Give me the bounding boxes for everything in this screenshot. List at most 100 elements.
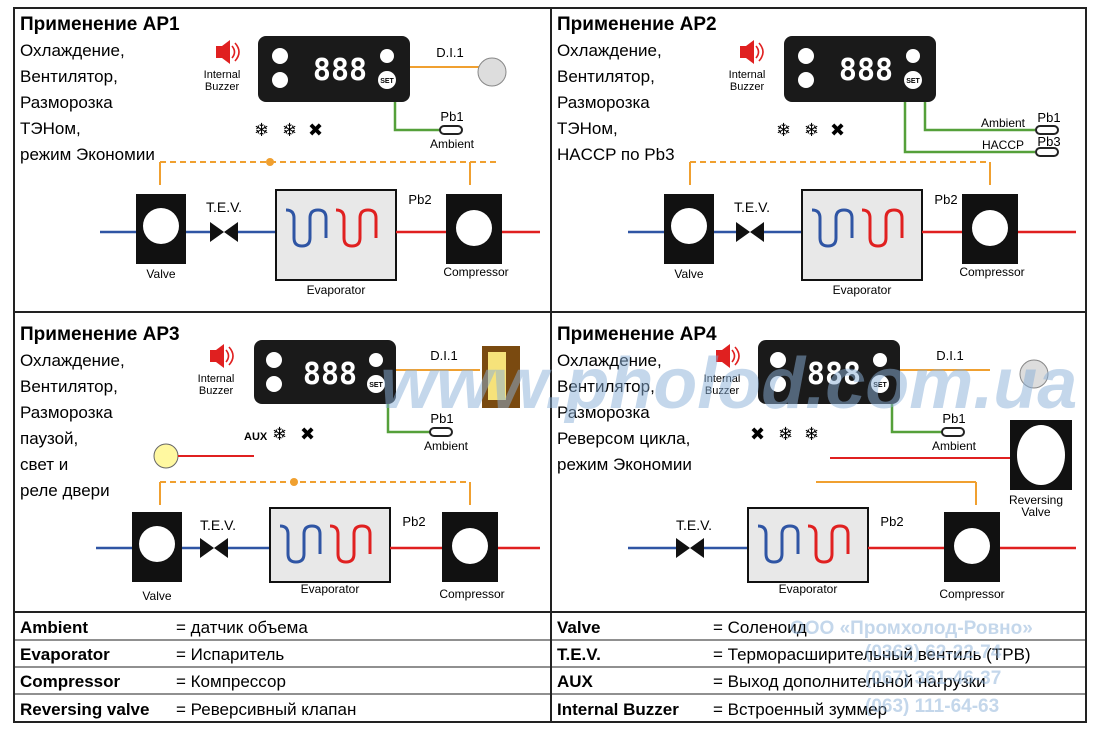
svg-text:Compressor: Compressor bbox=[439, 587, 504, 601]
tev-icon bbox=[736, 222, 764, 242]
svg-text:Вентилятор,: Вентилятор, bbox=[557, 67, 655, 86]
svg-text:HACCP: HACCP bbox=[982, 138, 1024, 152]
svg-text:Pb3: Pb3 bbox=[1037, 134, 1060, 149]
svg-text:Buzzer: Buzzer bbox=[205, 81, 240, 93]
legend-term: Reversing valve bbox=[20, 700, 149, 719]
svg-text:ТЭНом,: ТЭНом, bbox=[557, 119, 618, 138]
display-digits: 888 bbox=[313, 53, 367, 88]
svg-text:Internal: Internal bbox=[704, 373, 741, 385]
svg-text:Ambient: Ambient bbox=[430, 137, 475, 151]
svg-text:Valve: Valve bbox=[142, 589, 171, 603]
tev-icon bbox=[210, 222, 238, 242]
svg-text:Вентилятор,: Вентилятор, bbox=[557, 377, 655, 396]
svg-text:Buzzer: Buzzer bbox=[199, 385, 234, 397]
svg-text:Evaporator: Evaporator bbox=[779, 582, 838, 596]
lightbulb-icon bbox=[153, 443, 179, 469]
svg-text:Охлаждение,: Охлаждение, bbox=[557, 351, 662, 370]
panel-title: Применение AP4 bbox=[557, 324, 717, 345]
svg-text:Evaporator: Evaporator bbox=[307, 283, 366, 297]
svg-text:T.E.V.: T.E.V. bbox=[734, 199, 770, 215]
svg-text:Охлаждение,: Охлаждение, bbox=[20, 351, 125, 370]
legend-term: Evaporator bbox=[20, 645, 110, 664]
svg-text:Pb2: Pb2 bbox=[880, 514, 903, 529]
panel-title: Применение AP3 bbox=[20, 324, 180, 345]
svg-text:AUX: AUX bbox=[244, 431, 268, 443]
door-sensor-icon bbox=[1019, 359, 1049, 389]
svg-text:Internal: Internal bbox=[729, 69, 766, 81]
legend-def: = Компрессор bbox=[176, 672, 286, 691]
svg-text:Valve: Valve bbox=[1021, 505, 1050, 519]
svg-text:Compressor: Compressor bbox=[939, 587, 1004, 601]
svg-text:888: 888 bbox=[807, 357, 861, 392]
svg-text:Reversing: Reversing bbox=[1009, 493, 1063, 507]
legend-def: = Реверсивный клапан bbox=[176, 700, 356, 719]
svg-text:SET: SET bbox=[873, 382, 887, 389]
svg-text:Реверсом цикла,: Реверсом цикла, bbox=[557, 429, 690, 448]
svg-text:Разморозка: Разморозка bbox=[20, 93, 113, 112]
svg-text:Вентилятор,: Вентилятор, bbox=[20, 67, 118, 86]
svg-text:T.E.V.: T.E.V. bbox=[676, 517, 712, 533]
fan-icon: ✖ bbox=[308, 120, 323, 140]
panel-ap2: Применение AP2 Охлаждение, Вентилятор, Р… bbox=[557, 14, 1076, 297]
watermark: www.pholod.com.ua ООО «Промхолод-Ровно» … bbox=[380, 344, 1077, 717]
svg-text:(0362) 62-22-74: (0362) 62-22-74 bbox=[865, 642, 1002, 663]
svg-text:ООО «Промхолод-Ровно»: ООО «Промхолод-Ровно» bbox=[790, 618, 1033, 639]
svg-text:T.E.V.: T.E.V. bbox=[200, 517, 236, 533]
svg-text:Pb1: Pb1 bbox=[1037, 110, 1060, 125]
panel-ap3: Применение AP3 Охлаждение, Вентилятор, Р… bbox=[20, 324, 540, 603]
svg-text:Разморозка: Разморозка bbox=[557, 93, 650, 112]
svg-text:Internal: Internal bbox=[204, 69, 241, 81]
svg-text:SET: SET bbox=[369, 382, 383, 389]
svg-text:Ambient: Ambient bbox=[424, 439, 469, 453]
panel-title: Применение AP2 bbox=[557, 14, 717, 35]
svg-text:Pb1: Pb1 bbox=[440, 109, 463, 124]
svg-text:Buzzer: Buzzer bbox=[730, 81, 765, 93]
controller bbox=[254, 340, 396, 404]
snowflake-icon: ❄ bbox=[272, 424, 287, 444]
svg-text:реле двери: реле двери bbox=[20, 481, 110, 500]
legend-def: = Испаритель bbox=[176, 645, 284, 664]
snowflake-icon: ❄ bbox=[254, 120, 269, 140]
legend: Ambient = датчик объема Valve = Соленоид… bbox=[14, 618, 1086, 719]
svg-text:ТЭНом,: ТЭНом, bbox=[20, 119, 81, 138]
fan-icon: ✖ bbox=[830, 120, 845, 140]
svg-text:свет и: свет и bbox=[20, 455, 68, 474]
svg-text:режим Экономии: режим Экономии bbox=[557, 455, 692, 474]
legend-term: Ambient bbox=[20, 618, 88, 637]
svg-text:Разморозка: Разморозка bbox=[557, 403, 650, 422]
controller bbox=[258, 36, 410, 102]
svg-text:HACCP по Pb3: HACCP по Pb3 bbox=[557, 145, 675, 164]
tev-icon bbox=[676, 538, 704, 558]
fan-icon: ✖ bbox=[300, 424, 315, 444]
svg-text:D.I.1: D.I.1 bbox=[436, 45, 463, 60]
svg-text:D.I.1: D.I.1 bbox=[936, 348, 963, 363]
svg-text:888: 888 bbox=[303, 357, 357, 392]
buzzer-icon bbox=[209, 343, 234, 369]
controller bbox=[758, 340, 900, 404]
legend-def: = Выход дополнительной нагрузки bbox=[713, 672, 986, 691]
svg-text:Pb2: Pb2 bbox=[408, 192, 431, 207]
evaporator-icon bbox=[275, 189, 397, 281]
fan-icon: ✖ bbox=[750, 424, 765, 444]
panel-title: Применение AP1 bbox=[20, 14, 180, 35]
legend-def: = Соленоид bbox=[713, 618, 807, 637]
legend-term: Valve bbox=[557, 618, 601, 637]
legend-term: T.E.V. bbox=[557, 645, 601, 664]
svg-text:Pb2: Pb2 bbox=[402, 514, 425, 529]
svg-text:Internal: Internal bbox=[198, 373, 235, 385]
svg-text:(063) 111-64-63: (063) 111-64-63 bbox=[865, 696, 999, 717]
controller bbox=[784, 36, 936, 102]
svg-text:Buzzer: Buzzer bbox=[705, 385, 740, 397]
svg-text:D.I.1: D.I.1 bbox=[430, 348, 457, 363]
snowflake-icon: ❄ bbox=[778, 424, 793, 444]
svg-text:паузой,: паузой, bbox=[20, 429, 78, 448]
legend-term: Compressor bbox=[20, 672, 121, 691]
svg-text:Compressor: Compressor bbox=[443, 265, 508, 279]
svg-text:Valve: Valve bbox=[674, 267, 703, 281]
legend-def: = датчик объема bbox=[176, 618, 308, 637]
svg-text:Охлаждение,: Охлаждение, bbox=[557, 41, 662, 60]
svg-text:Разморозка: Разморозка bbox=[20, 403, 113, 422]
svg-text:T.E.V.: T.E.V. bbox=[206, 199, 242, 215]
